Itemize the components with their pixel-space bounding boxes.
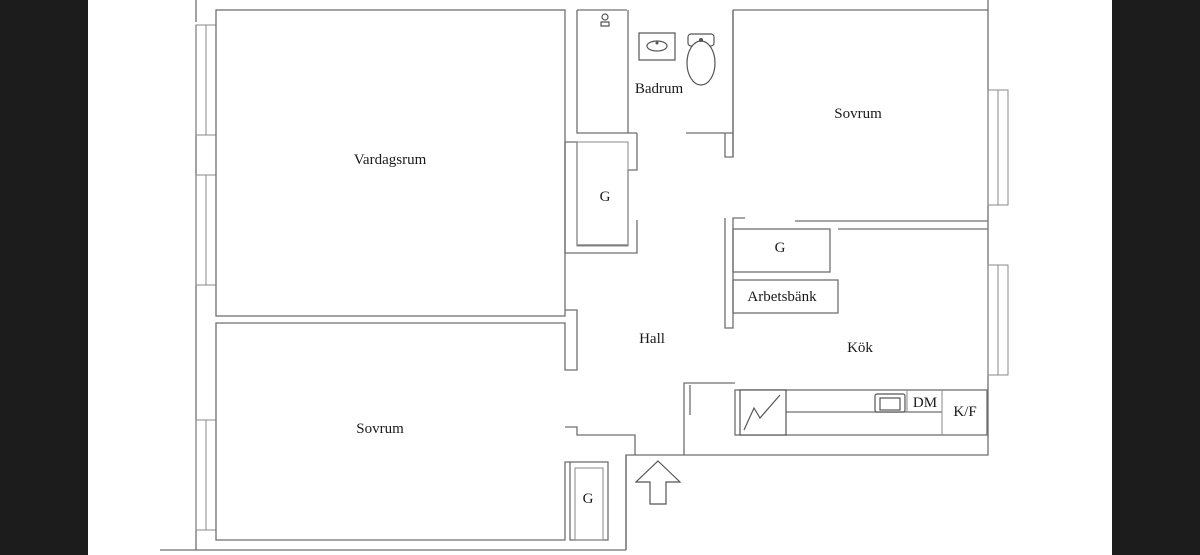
sink-icon <box>638 32 676 61</box>
living-room-label: Vardagsrum <box>354 152 427 168</box>
right-windows <box>987 89 1009 376</box>
microwave-icon <box>874 393 906 413</box>
kitchen-counter <box>683 382 988 455</box>
left-windows <box>195 24 217 531</box>
outer-walls <box>160 0 989 551</box>
bedroom-top <box>732 9 988 222</box>
closet-hall-label: G <box>600 189 611 205</box>
up-arrow-icon <box>634 460 682 505</box>
kitchen-closet <box>724 217 988 329</box>
fridge-freezer-label: K/F <box>953 404 976 420</box>
bedroom-top-label: Sovrum <box>834 106 882 122</box>
bedroom-bottom-label: Sovrum <box>356 421 404 437</box>
closet-bottom <box>569 461 609 541</box>
closet-bottom-label: G <box>583 491 594 507</box>
hall-label: Hall <box>639 331 665 347</box>
shower-icon <box>600 13 610 27</box>
closet-kitchen-label: G <box>775 240 786 256</box>
bathroom-label: Badrum <box>635 81 684 97</box>
toilet-icon <box>686 33 716 86</box>
closet-hall <box>564 133 638 254</box>
workbench-label: Arbetsbänk <box>747 289 817 305</box>
stove-icon <box>739 389 787 436</box>
bedroom-bottom <box>215 309 636 541</box>
kitchen-label: Kök <box>847 340 873 356</box>
dishwasher-label: DM <box>913 395 937 411</box>
